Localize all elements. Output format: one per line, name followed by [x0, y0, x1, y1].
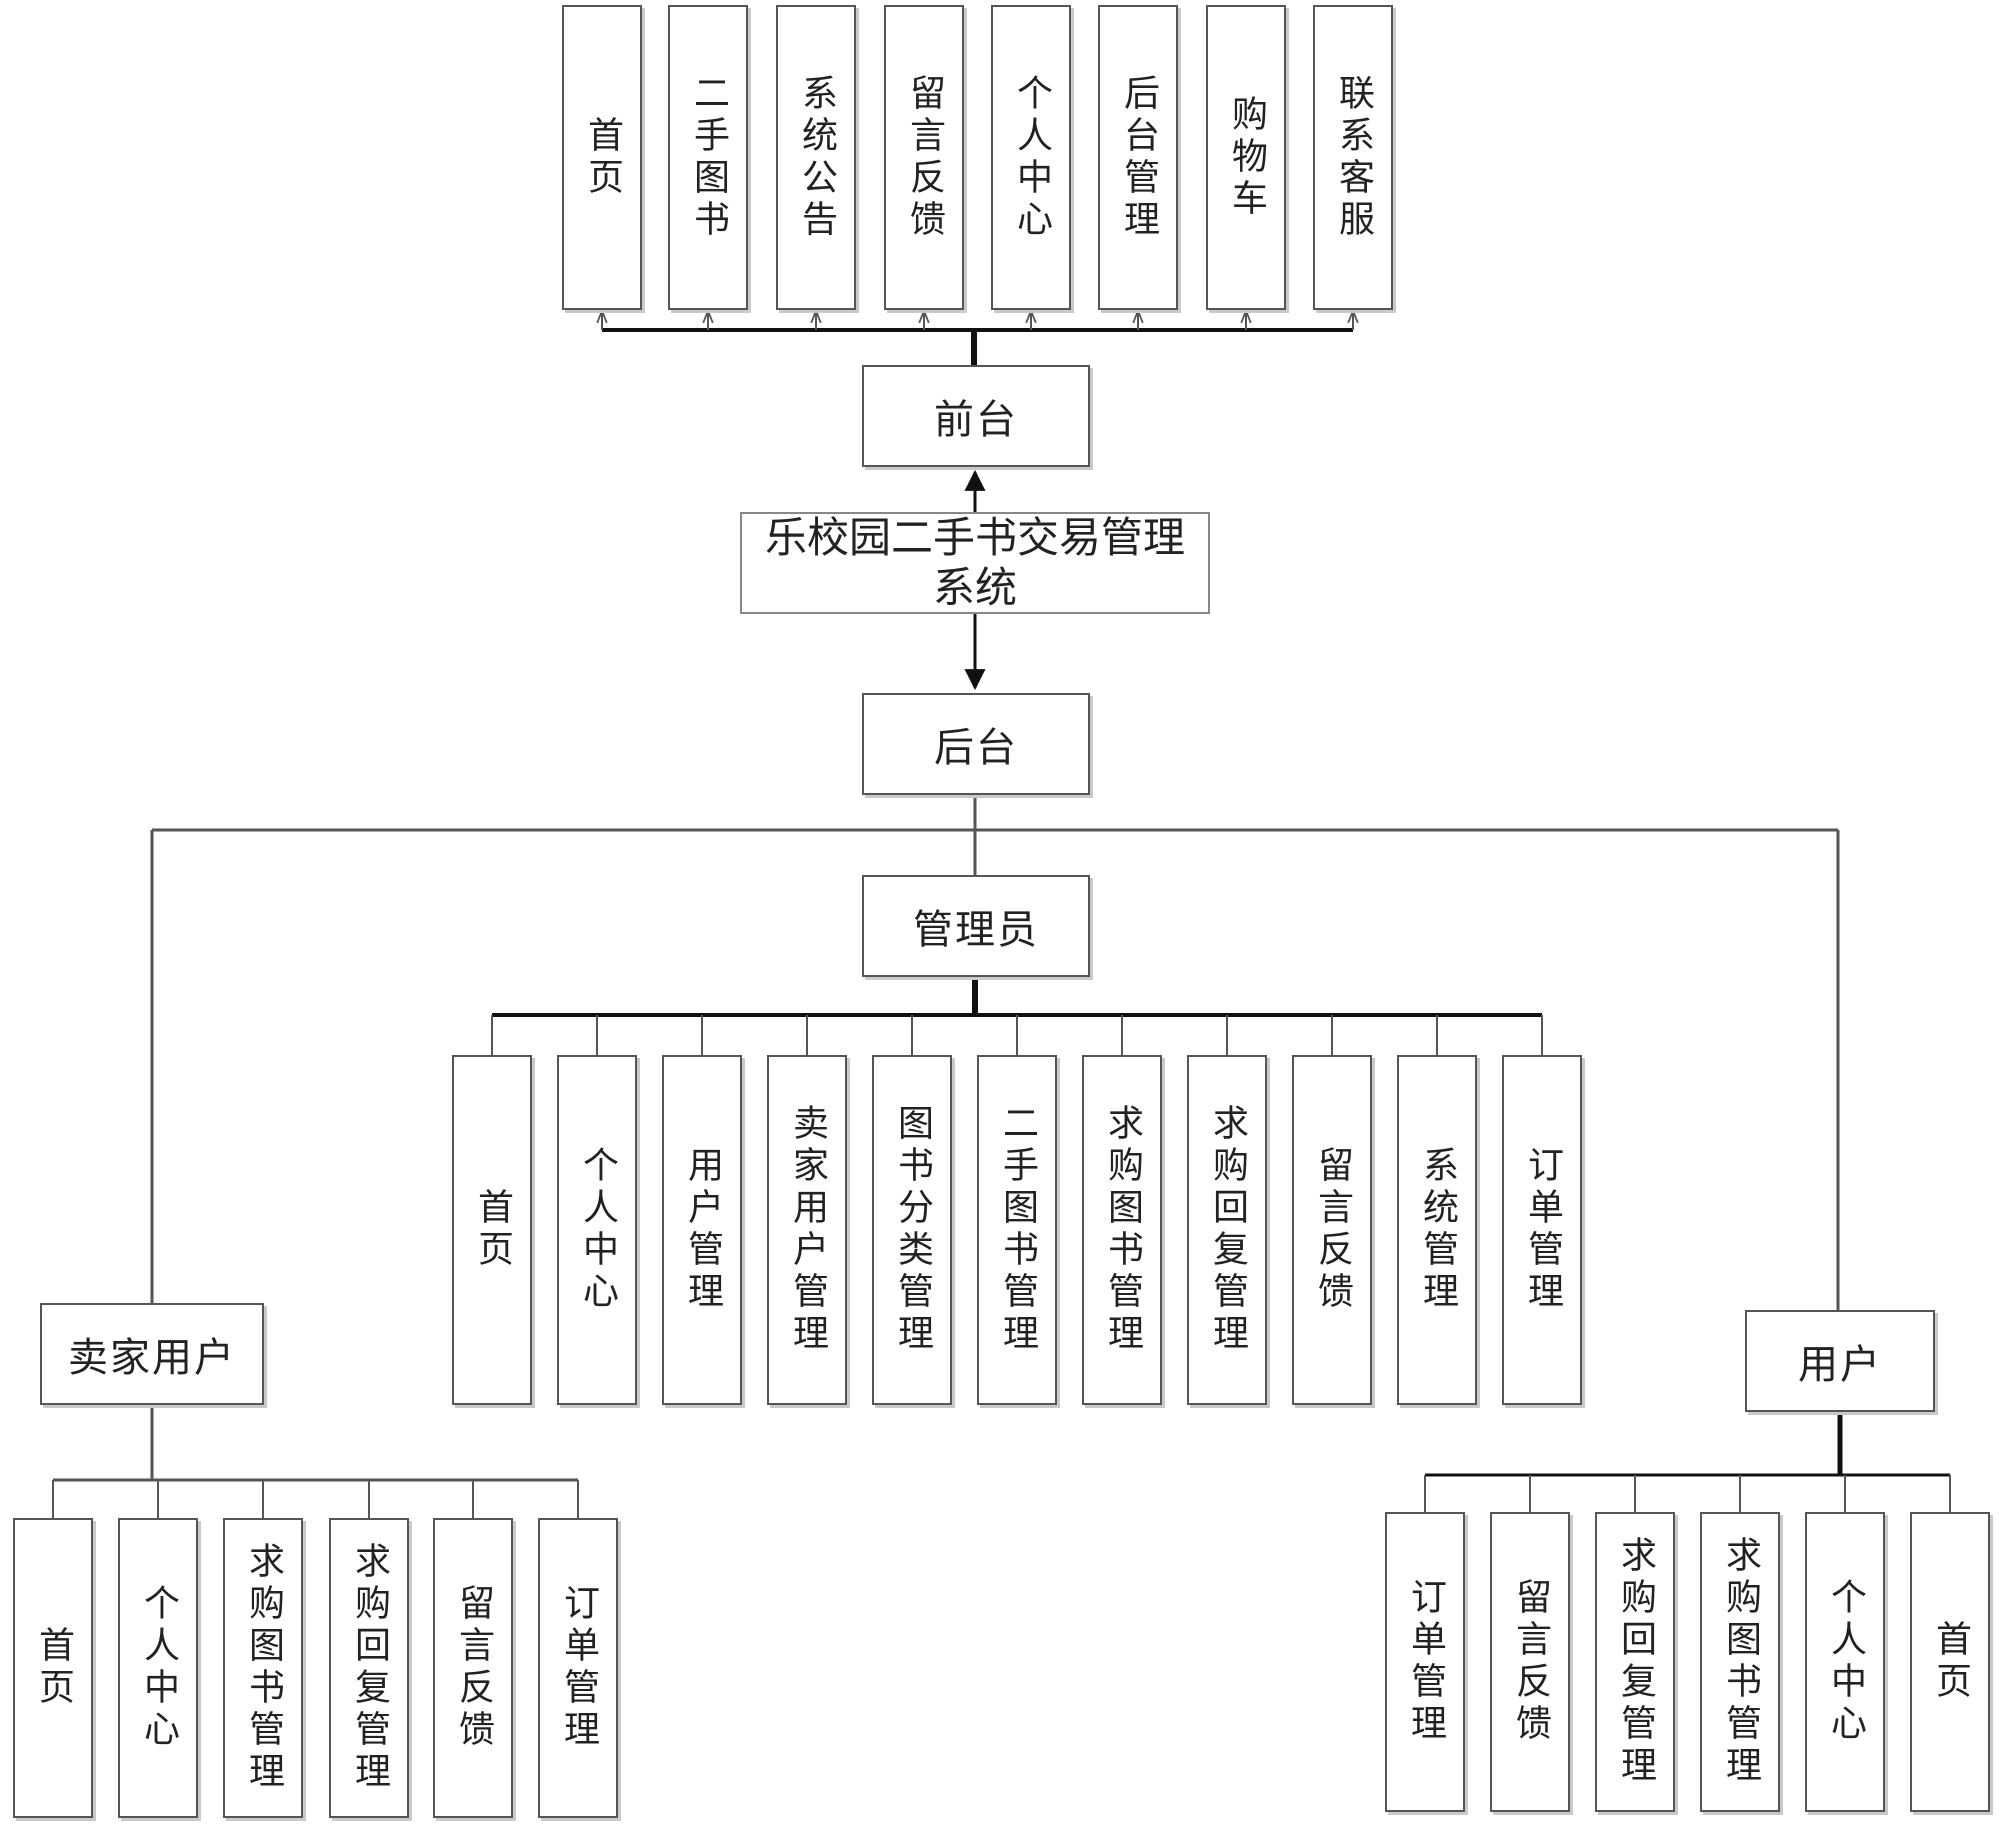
user-module-order-management: 订单管理 — [1385, 1512, 1465, 1812]
user-box: 用户 — [1745, 1310, 1935, 1412]
seller-label: 卖家用户 — [68, 1335, 236, 1381]
frontend-module-home: 首页 — [562, 5, 642, 310]
seller-module-personal-center: 个人中心 — [118, 1518, 198, 1818]
seller-module-feedback: 留言反馈 — [433, 1518, 513, 1818]
frontend-module-contact-service: 联系客服 — [1313, 5, 1393, 310]
admin-module-seller-management: 卖家用户管理 — [767, 1055, 847, 1405]
user-module-personal-center: 个人中心 — [1805, 1512, 1885, 1812]
admin-module-system-management: 系统管理 — [1397, 1055, 1477, 1405]
admin-module-personal-center: 个人中心 — [557, 1055, 637, 1405]
admin-module-wanted-book-management: 求购图书管理 — [1082, 1055, 1162, 1405]
seller-module-home: 首页 — [13, 1518, 93, 1818]
frontend-module-personal-center: 个人中心 — [991, 5, 1071, 310]
backend-label: 后台 — [934, 725, 1018, 771]
admin-module-category-management: 图书分类管理 — [872, 1055, 952, 1405]
user-module-home: 首页 — [1910, 1512, 1990, 1812]
frontend-module-feedback: 留言反馈 — [884, 5, 964, 310]
root-system-label: 乐校园二手书交易管理系统 — [764, 513, 1185, 612]
admin-module-order-management: 订单管理 — [1502, 1055, 1582, 1405]
user-module-wanted-reply-management: 求购回复管理 — [1595, 1512, 1675, 1812]
admin-module-feedback: 留言反馈 — [1292, 1055, 1372, 1405]
seller-module-order-management: 订单管理 — [538, 1518, 618, 1818]
seller-box: 卖家用户 — [40, 1303, 264, 1405]
admin-module-wanted-reply-management: 求购回复管理 — [1187, 1055, 1267, 1405]
frontend-box: 前台 — [862, 365, 1090, 467]
user-module-wanted-book-management: 求购图书管理 — [1700, 1512, 1780, 1812]
frontend-module-cart: 购物车 — [1206, 5, 1286, 310]
user-module-feedback: 留言反馈 — [1490, 1512, 1570, 1812]
user-label: 用户 — [1798, 1342, 1882, 1388]
frontend-label: 前台 — [934, 397, 1018, 443]
admin-box: 管理员 — [862, 875, 1090, 977]
root-system-box: 乐校园二手书交易管理系统 — [740, 512, 1210, 614]
seller-module-wanted-reply-management: 求购回复管理 — [329, 1518, 409, 1818]
admin-module-used-book-management: 二手图书管理 — [977, 1055, 1057, 1405]
admin-label: 管理员 — [913, 907, 1039, 953]
frontend-module-used-books: 二手图书 — [668, 5, 748, 310]
admin-module-user-management: 用户管理 — [662, 1055, 742, 1405]
backend-box: 后台 — [862, 693, 1090, 795]
frontend-module-announcements: 系统公告 — [776, 5, 856, 310]
seller-module-wanted-book-management: 求购图书管理 — [223, 1518, 303, 1818]
admin-module-home: 首页 — [452, 1055, 532, 1405]
frontend-module-backend-admin: 后台管理 — [1098, 5, 1178, 310]
